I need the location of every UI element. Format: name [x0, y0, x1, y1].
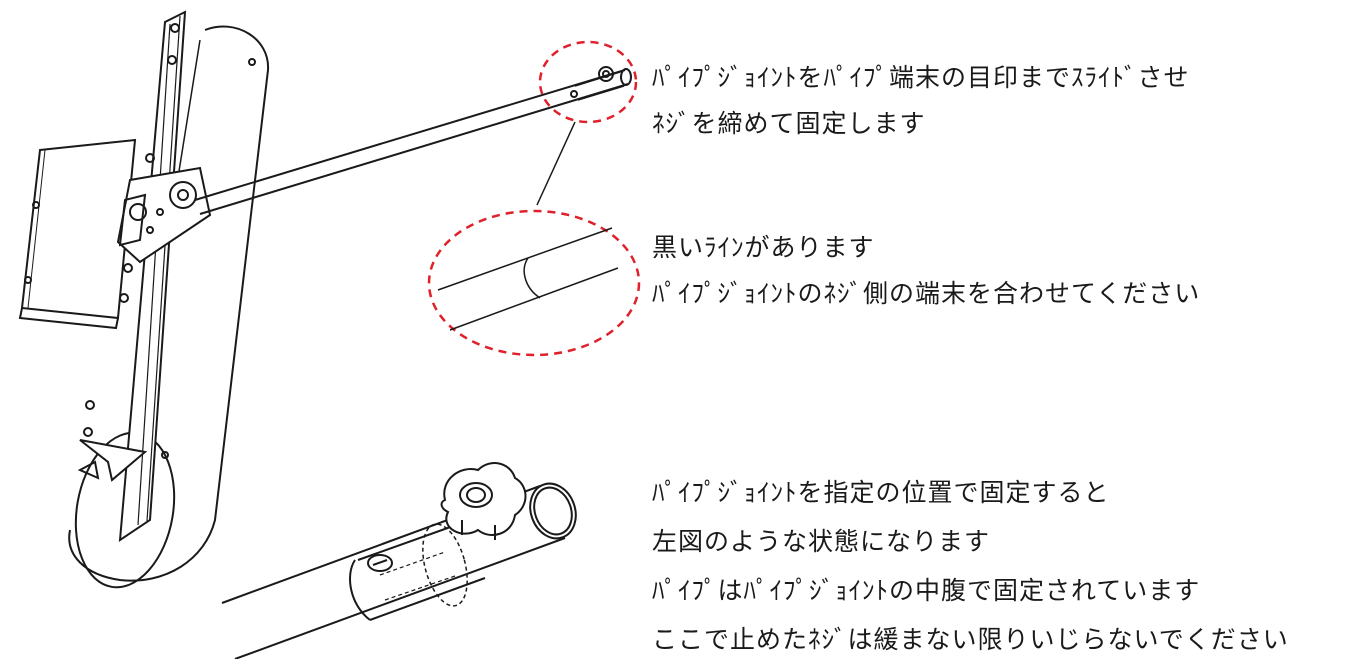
- joint-screw: [367, 554, 393, 572]
- mount-knob: [169, 181, 197, 209]
- pipe-joint-knob: [598, 66, 614, 82]
- note-black-line: 黒いﾗｲﾝがあります ﾊﾟｲﾌﾟｼﾞｮｲﾝﾄのﾈｼﾞ側の端末を合わせてください: [652, 225, 1200, 317]
- note-line: ﾊﾟｲﾌﾟｼﾞｮｲﾝﾄをﾊﾟｲﾌﾟ端末の目印までｽﾗｲﾄﾞさせ: [652, 63, 1190, 92]
- note-line: ﾈｼﾞを締めて固定します: [652, 109, 926, 138]
- pipe-joint-closeup: [221, 462, 577, 659]
- callout-leader: [536, 121, 576, 206]
- cylinder-body: [68, 25, 270, 582]
- note-slide-joint: ﾊﾟｲﾌﾟｼﾞｮｲﾝﾄをﾊﾟｲﾌﾟ端末の目印までｽﾗｲﾄﾞさせ ﾈｼﾞを締めて固…: [652, 55, 1190, 147]
- frame-rail: [118, 10, 187, 542]
- note-line: 左図のような状態になります: [652, 527, 991, 556]
- black-line-mark: [523, 257, 541, 299]
- pipe: [194, 66, 632, 215]
- note-line: ここで止めたﾈｼﾞは緩まない限りいじらないでください: [652, 625, 1289, 654]
- note-line: ﾊﾟｲﾌﾟｼﾞｮｲﾝﾄを指定の位置で固定すると: [652, 478, 1110, 507]
- cylinder-unit: [18, 10, 270, 589]
- note-line: ﾊﾟｲﾌﾟｼﾞｮｲﾝﾄのﾈｼﾞ側の端末を合わせてください: [652, 279, 1201, 308]
- joint-hidden-edge: [422, 523, 468, 607]
- callout-pipe-end: [538, 40, 638, 124]
- note-line: 黒いﾗｲﾝがあります: [652, 233, 875, 262]
- note-fixed-state: ﾊﾟｲﾌﾟｼﾞｮｲﾝﾄを指定の位置で固定すると 左図のような状態になります ﾊﾟ…: [652, 468, 1289, 664]
- note-line: ﾊﾟｲﾌﾟはﾊﾟｲﾌﾟｼﾞｮｲﾝﾄの中腹で固定されています: [652, 576, 1201, 605]
- callout-zoom: [427, 209, 641, 357]
- side-plate: [20, 138, 137, 320]
- pipe-zoom-detail: [437, 227, 619, 331]
